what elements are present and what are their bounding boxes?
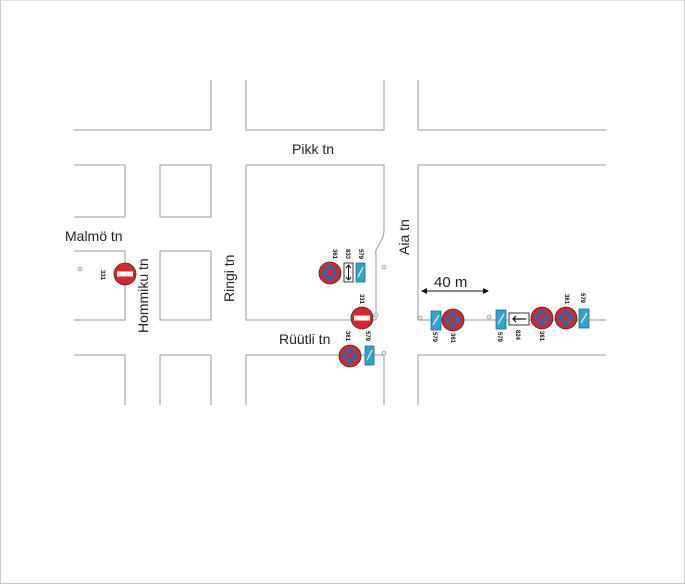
no-stopping-sign-ruutli — [338, 344, 362, 368]
street-label-pikk: Pikk tn — [292, 141, 334, 157]
sign-code-361-ruutli: 361 — [344, 331, 350, 342]
sign-code-331-malmo: 331 — [99, 270, 105, 281]
block-top-middle — [245, 80, 385, 131]
sign-code-361-aia-corner: 361 — [449, 333, 455, 344]
parking-plate-ruutli — [364, 345, 375, 366]
two-way-arrow-plate — [343, 262, 354, 283]
sign-code-579-east-2: 579 — [579, 293, 585, 304]
block-bottom-left — [74, 354, 126, 405]
sign-code-361-central: 361 — [331, 249, 337, 260]
sign-posts — [77, 264, 492, 356]
distance-label: 40 m — [434, 274, 467, 291]
block-mid-lower — [159, 250, 212, 321]
no-stopping-sign-east-2 — [554, 306, 578, 330]
no-stopping-sign-east-1 — [530, 306, 554, 330]
arrow-plate-left — [508, 312, 530, 326]
sign-code-579-central: 579 — [357, 249, 363, 260]
parking-plate-central — [355, 262, 366, 283]
sign-code-579-east-1: 579 — [496, 332, 502, 343]
no-stopping-sign-central — [318, 261, 342, 285]
block-bottom-central — [245, 354, 385, 405]
parking-plate-east-2 — [578, 308, 590, 329]
sign-code-824: 824 — [514, 330, 520, 341]
block-bottom-mid — [159, 354, 212, 405]
no-entry-sign-malmo — [113, 262, 137, 286]
block-left-upper — [74, 164, 126, 218]
block-bottom-right — [417, 354, 606, 405]
sign-code-833: 833 — [344, 249, 350, 260]
distance-dimension: 40 m — [421, 274, 489, 294]
street-label-ringi: Ringi tn — [221, 255, 237, 302]
block-top-right — [417, 80, 606, 131]
sign-code-331-ruutli: 331 — [358, 294, 364, 305]
sign-code-361-east-1: 361 — [538, 331, 544, 342]
street-label-hommiku: Hommiku tn — [135, 258, 151, 333]
block-top-left — [74, 80, 212, 131]
street-label-aia: Aia tn — [396, 219, 412, 255]
sign-code-361-east-2: 361 — [563, 294, 569, 305]
parking-plate-east-1 — [495, 309, 507, 330]
block-central — [245, 164, 385, 321]
street-label-malmo: Malmö tn — [65, 228, 123, 244]
sign-code-579-ruutli: 579 — [364, 331, 370, 342]
no-stopping-sign-aia-corner — [441, 308, 465, 332]
block-right — [417, 164, 606, 320]
street-label-ruutli: Rüütli tn — [279, 331, 330, 347]
block-mid-upper — [159, 164, 212, 218]
parking-plate-aia-corner — [430, 310, 442, 331]
block-left-lower — [74, 250, 126, 321]
sign-code-579-aia-corner: 579 — [431, 332, 437, 343]
no-entry-sign-ruutli — [350, 306, 374, 330]
